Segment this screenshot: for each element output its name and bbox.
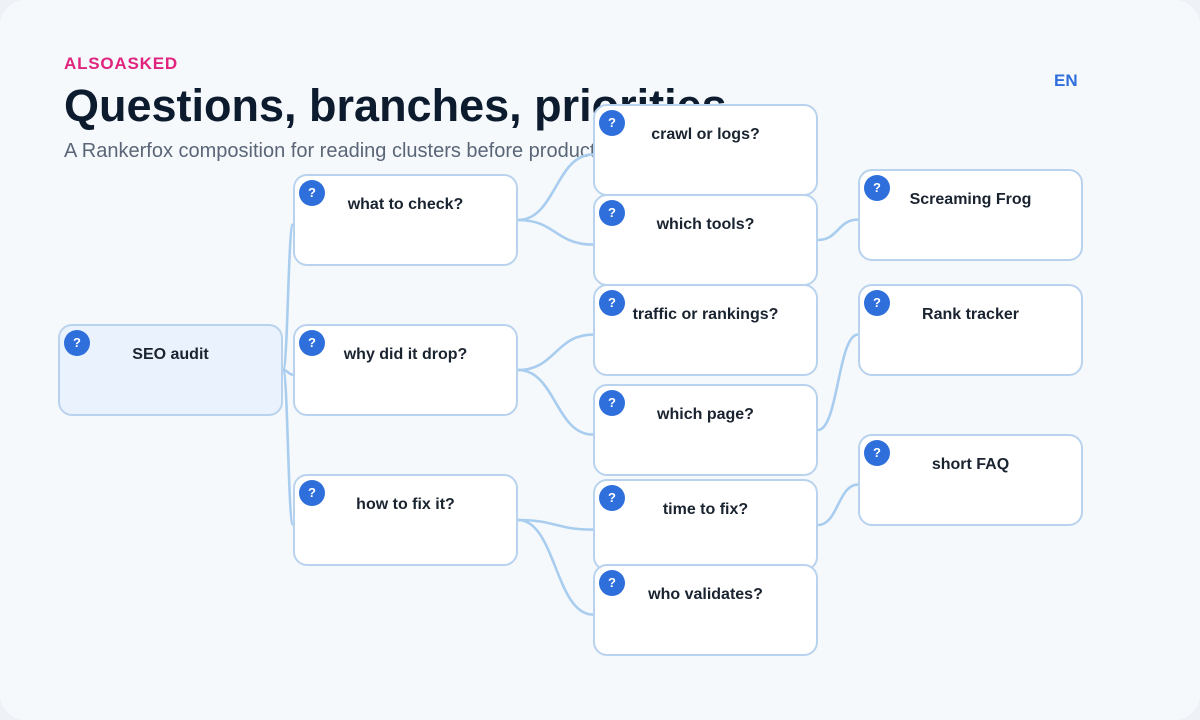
- question-icon: ?: [299, 480, 325, 506]
- question-icon: ?: [864, 290, 890, 316]
- question-icon: ?: [864, 175, 890, 201]
- connector-how-to-fix-it-time-to-fix: [517, 518, 594, 531]
- question-icon: ?: [599, 390, 625, 416]
- connector-why-did-it-drop-which-page: [517, 368, 594, 436]
- node-which-tools[interactable]: ? which tools?: [593, 194, 818, 286]
- node-screaming-frog[interactable]: ? Screaming Frog: [858, 169, 1083, 261]
- node-label: which tools?: [656, 216, 755, 233]
- question-icon: ?: [599, 570, 625, 596]
- question-icon: ?: [864, 440, 890, 466]
- node-time-to-fix[interactable]: ? time to fix?: [593, 479, 818, 571]
- connector-how-to-fix-it-who-validates: [517, 518, 594, 616]
- node-label: Rank tracker: [922, 306, 1019, 323]
- node-rank-tracker[interactable]: ? Rank tracker: [858, 284, 1083, 376]
- connector-time-to-fix-short-faq: [817, 483, 859, 527]
- language-toggle[interactable]: EN: [1054, 71, 1078, 90]
- node-what-to-check[interactable]: ? what to check?: [293, 174, 518, 266]
- connector-which-page-rank-tracker: [817, 333, 859, 432]
- question-icon: ?: [599, 485, 625, 511]
- question-icon: ?: [299, 180, 325, 206]
- node-label: short FAQ: [931, 456, 1010, 473]
- node-label: which page?: [657, 406, 754, 423]
- node-crawl-or-logs[interactable]: ? crawl or logs?: [593, 104, 818, 196]
- node-seo-audit[interactable]: ? SEO audit: [58, 324, 283, 416]
- node-which-page[interactable]: ? which page?: [593, 384, 818, 476]
- connector-seo-audit-how-to-fix-it: [281, 368, 295, 526]
- node-who-validates[interactable]: ? who validates?: [593, 564, 818, 656]
- node-label: Screaming Frog: [909, 191, 1032, 208]
- question-icon: ?: [599, 110, 625, 136]
- connector-why-did-it-drop-traffic-or-rankings: [517, 333, 594, 372]
- node-how-to-fix-it[interactable]: ? how to fix it?: [293, 474, 518, 566]
- node-traffic-or-rankings[interactable]: ? traffic or rankings?: [593, 284, 818, 376]
- connector-what-to-check-which-tools: [517, 218, 594, 246]
- node-why-did-it-drop[interactable]: ? why did it drop?: [293, 324, 518, 416]
- brand-eyebrow: ALSOASKED: [64, 54, 178, 73]
- node-label: how to fix it?: [356, 496, 455, 513]
- node-label: who validates?: [648, 586, 763, 603]
- question-icon: ?: [299, 330, 325, 356]
- node-label: SEO audit: [132, 346, 209, 363]
- node-label: time to fix?: [662, 501, 749, 518]
- node-label: traffic or rankings?: [632, 306, 779, 323]
- node-short-faq[interactable]: ? short FAQ: [858, 434, 1083, 526]
- question-icon: ?: [599, 290, 625, 316]
- question-icon: ?: [64, 330, 90, 356]
- page-subtitle: A Rankerfox composition for reading clus…: [64, 140, 623, 162]
- connector-what-to-check-crawl-or-logs: [517, 153, 594, 222]
- connector-seo-audit-what-to-check: [281, 223, 295, 372]
- node-label: crawl or logs?: [651, 126, 760, 143]
- connector-which-tools-screaming-frog: [817, 218, 859, 242]
- node-label: what to check?: [347, 196, 464, 213]
- node-label: why did it drop?: [343, 346, 468, 363]
- question-icon: ?: [599, 200, 625, 226]
